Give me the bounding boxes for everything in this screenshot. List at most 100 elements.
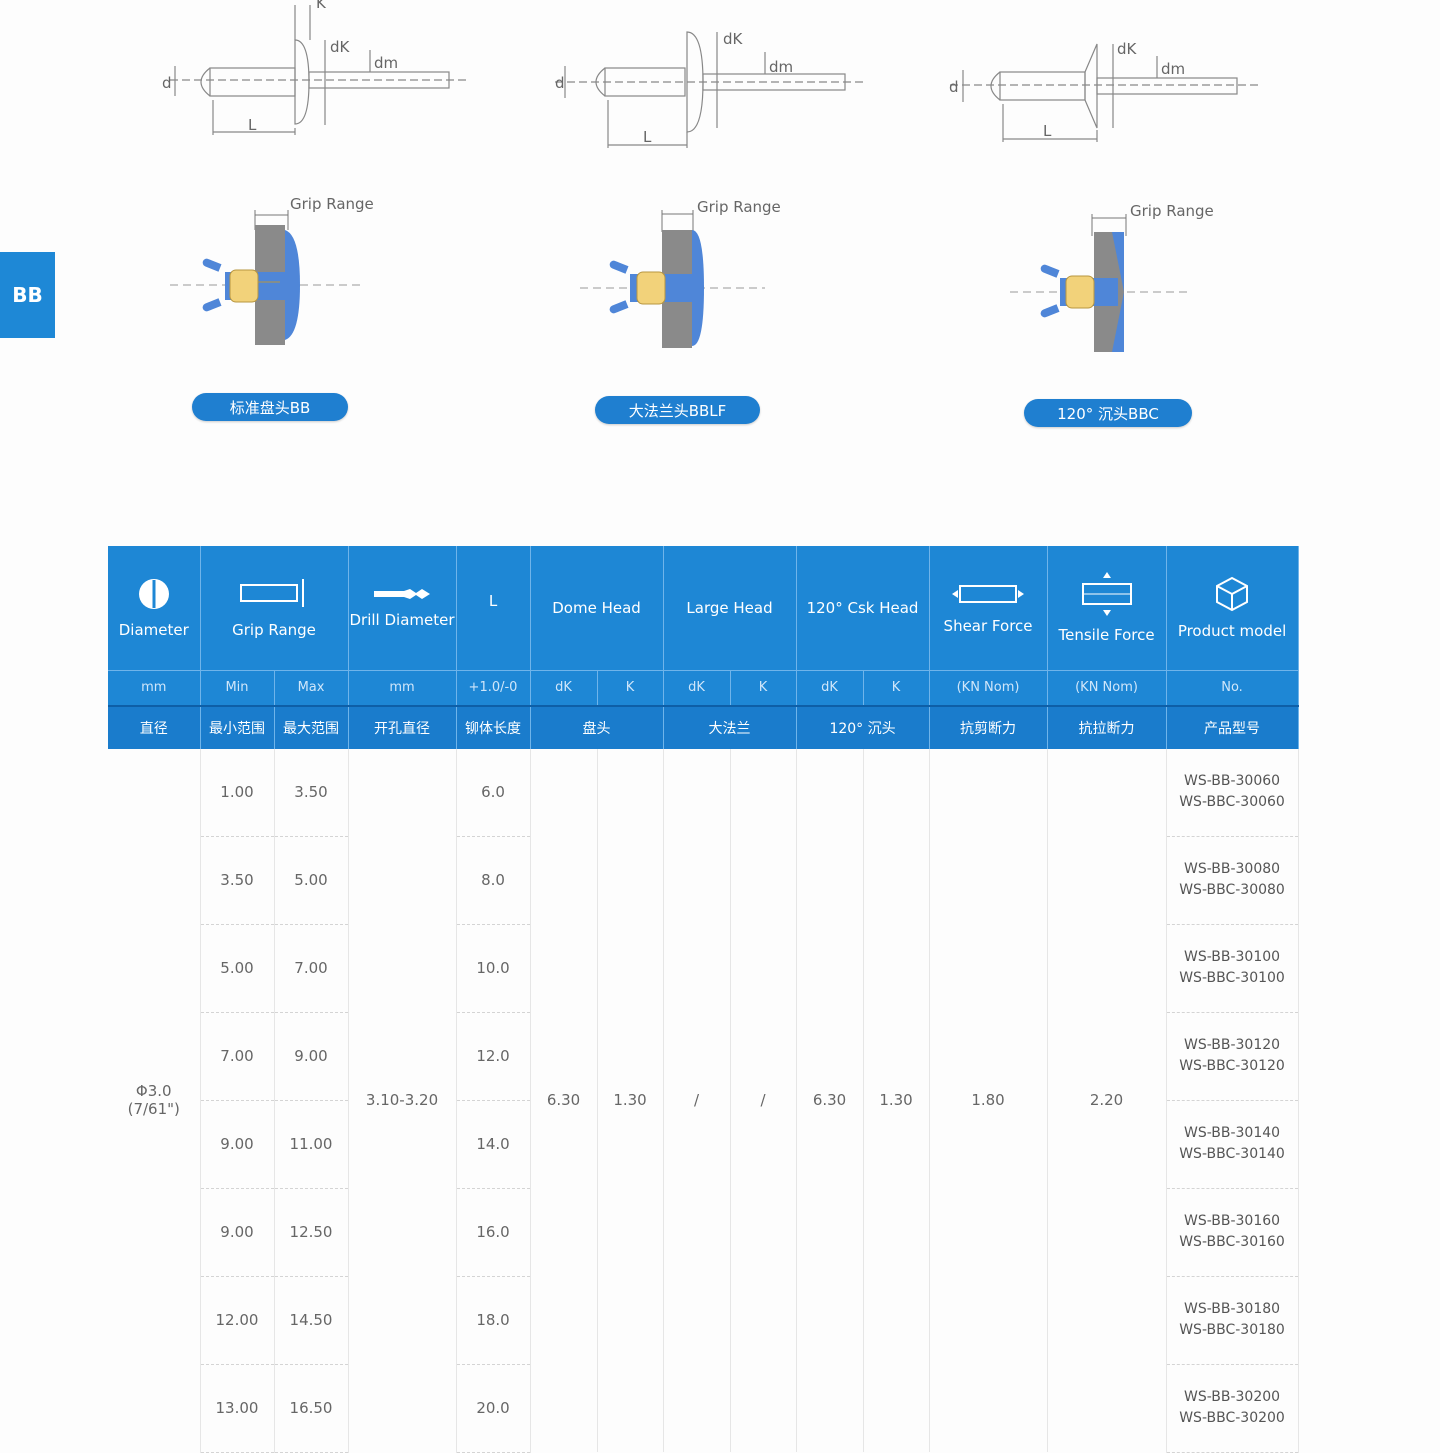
grip-min-cell: 13.00 xyxy=(200,1364,275,1453)
header-drill-diameter: Drill Diameter xyxy=(348,546,457,670)
grip-min-cell: 9.00 xyxy=(200,1188,275,1277)
header-grip-range: Grip Range xyxy=(200,546,349,670)
header-product-model: Product model xyxy=(1166,546,1299,670)
subheader-dome-k: K xyxy=(597,669,664,706)
cn-header-shear: 抗剪断力 xyxy=(929,704,1048,749)
length-cell: 14.0 xyxy=(456,1100,531,1189)
length-cell: 18.0 xyxy=(456,1276,531,1365)
subheader-min: Min xyxy=(200,669,275,706)
dim-dm-label: dm xyxy=(1161,60,1185,78)
dome-head-installed-illustration: Grip Range xyxy=(170,195,374,345)
grip-max-cell: 14.50 xyxy=(274,1276,349,1365)
csk-k-cell: 1.30 xyxy=(863,748,930,1452)
dim-dk-label: dK xyxy=(1117,40,1138,58)
header-tensile-force: Tensile Force xyxy=(1047,546,1167,670)
tensile-force-cell: 2.20 xyxy=(1047,748,1167,1452)
cn-header-l: 铆体长度 xyxy=(456,704,531,749)
grip-max-cell: 5.00 xyxy=(274,836,349,925)
dim-d-label: d xyxy=(162,74,172,92)
dome-k-cell: 1.30 xyxy=(597,748,664,1452)
grip-range-label: Grip Range xyxy=(290,195,374,213)
dim-l-label: L xyxy=(248,116,257,134)
subheader-csk-k: K xyxy=(863,669,930,706)
grip-min-cell: 7.00 xyxy=(200,1012,275,1101)
cn-header-drill: 开孔直径 xyxy=(348,704,457,749)
grip-max-cell: 12.50 xyxy=(274,1188,349,1277)
header-large-head: Large Head xyxy=(663,546,797,670)
header-diameter: Diameter xyxy=(108,546,201,670)
grip-max-cell: 7.00 xyxy=(274,924,349,1013)
length-cell: 6.0 xyxy=(456,748,531,837)
variant-label-bblf[interactable]: 大法兰头BBLF xyxy=(595,396,760,424)
dim-dm-label: dm xyxy=(374,54,398,72)
csk-head-dimension-drawing: dK dm d L xyxy=(949,40,1260,142)
grip-range-label: Grip Range xyxy=(1130,202,1214,220)
shear-force-cell: 1.80 xyxy=(929,748,1048,1452)
dim-d-label: d xyxy=(949,78,959,96)
cn-header-max: 最大范围 xyxy=(274,704,349,749)
drill-bit-icon xyxy=(374,588,431,599)
cn-header-tensile: 抗拉断力 xyxy=(1047,704,1167,749)
subheader-large-dk: dK xyxy=(663,669,731,706)
subheader-drill-mm: mm xyxy=(348,669,457,706)
subheader-csk-dk: dK xyxy=(796,669,864,706)
length-cell: 12.0 xyxy=(456,1012,531,1101)
length-cell: 10.0 xyxy=(456,924,531,1013)
large-dk-cell: / xyxy=(663,748,731,1452)
grip-min-cell: 12.00 xyxy=(200,1276,275,1365)
diameter-icon xyxy=(138,578,169,609)
side-tab-bb[interactable]: BB xyxy=(0,252,55,338)
subheader-max: Max xyxy=(274,669,349,706)
grip-range-icon xyxy=(240,578,304,607)
dome-dk-cell: 6.30 xyxy=(530,748,598,1452)
grip-min-cell: 9.00 xyxy=(200,1100,275,1189)
grip-max-cell: 9.00 xyxy=(274,1012,349,1101)
subheader-mm: mm xyxy=(108,669,201,706)
subheader-tensile-unit: (KN Nom) xyxy=(1047,669,1167,706)
dim-d-label: d xyxy=(555,74,565,92)
variant-label-bbc[interactable]: 120° 沉头BBC xyxy=(1024,399,1192,427)
drill-diameter-cell: 3.10-3.20 xyxy=(348,748,457,1452)
header-l: L xyxy=(456,546,531,670)
grip-min-cell: 5.00 xyxy=(200,924,275,1013)
grip-max-cell: 11.00 xyxy=(274,1100,349,1189)
dim-dk-label: dK xyxy=(723,30,744,48)
diameter-cell: Φ3.0(7/61") xyxy=(108,748,201,1452)
large-k-cell: / xyxy=(730,748,797,1452)
grip-min-cell: 1.00 xyxy=(200,748,275,837)
header-shear-force: Shear Force xyxy=(929,546,1048,670)
subheader-shear-unit: (KN Nom) xyxy=(929,669,1048,706)
shear-force-icon xyxy=(952,584,1025,603)
cn-header-large: 大法兰 xyxy=(663,704,797,749)
dim-dm-label: dm xyxy=(769,58,793,76)
cn-header-dome: 盘头 xyxy=(530,704,664,749)
dim-k-label: K xyxy=(316,0,327,12)
length-cell: 20.0 xyxy=(456,1364,531,1453)
length-cell: 8.0 xyxy=(456,836,531,925)
grip-range-label: Grip Range xyxy=(697,198,781,216)
grip-max-cell: 16.50 xyxy=(274,1364,349,1453)
cn-header-diameter: 直径 xyxy=(108,704,201,749)
box-icon xyxy=(1216,576,1249,611)
length-cell: 16.0 xyxy=(456,1188,531,1277)
cn-header-csk: 120° 沉头 xyxy=(796,704,930,749)
header-dome-head: Dome Head xyxy=(530,546,664,670)
spec-table: Diameter Grip Range Drill Diameter L Dom… xyxy=(108,546,1299,1453)
csk-head-installed-illustration: Grip Range xyxy=(1010,202,1214,352)
variant-label-bb[interactable]: 标准盘头BB xyxy=(192,393,348,421)
